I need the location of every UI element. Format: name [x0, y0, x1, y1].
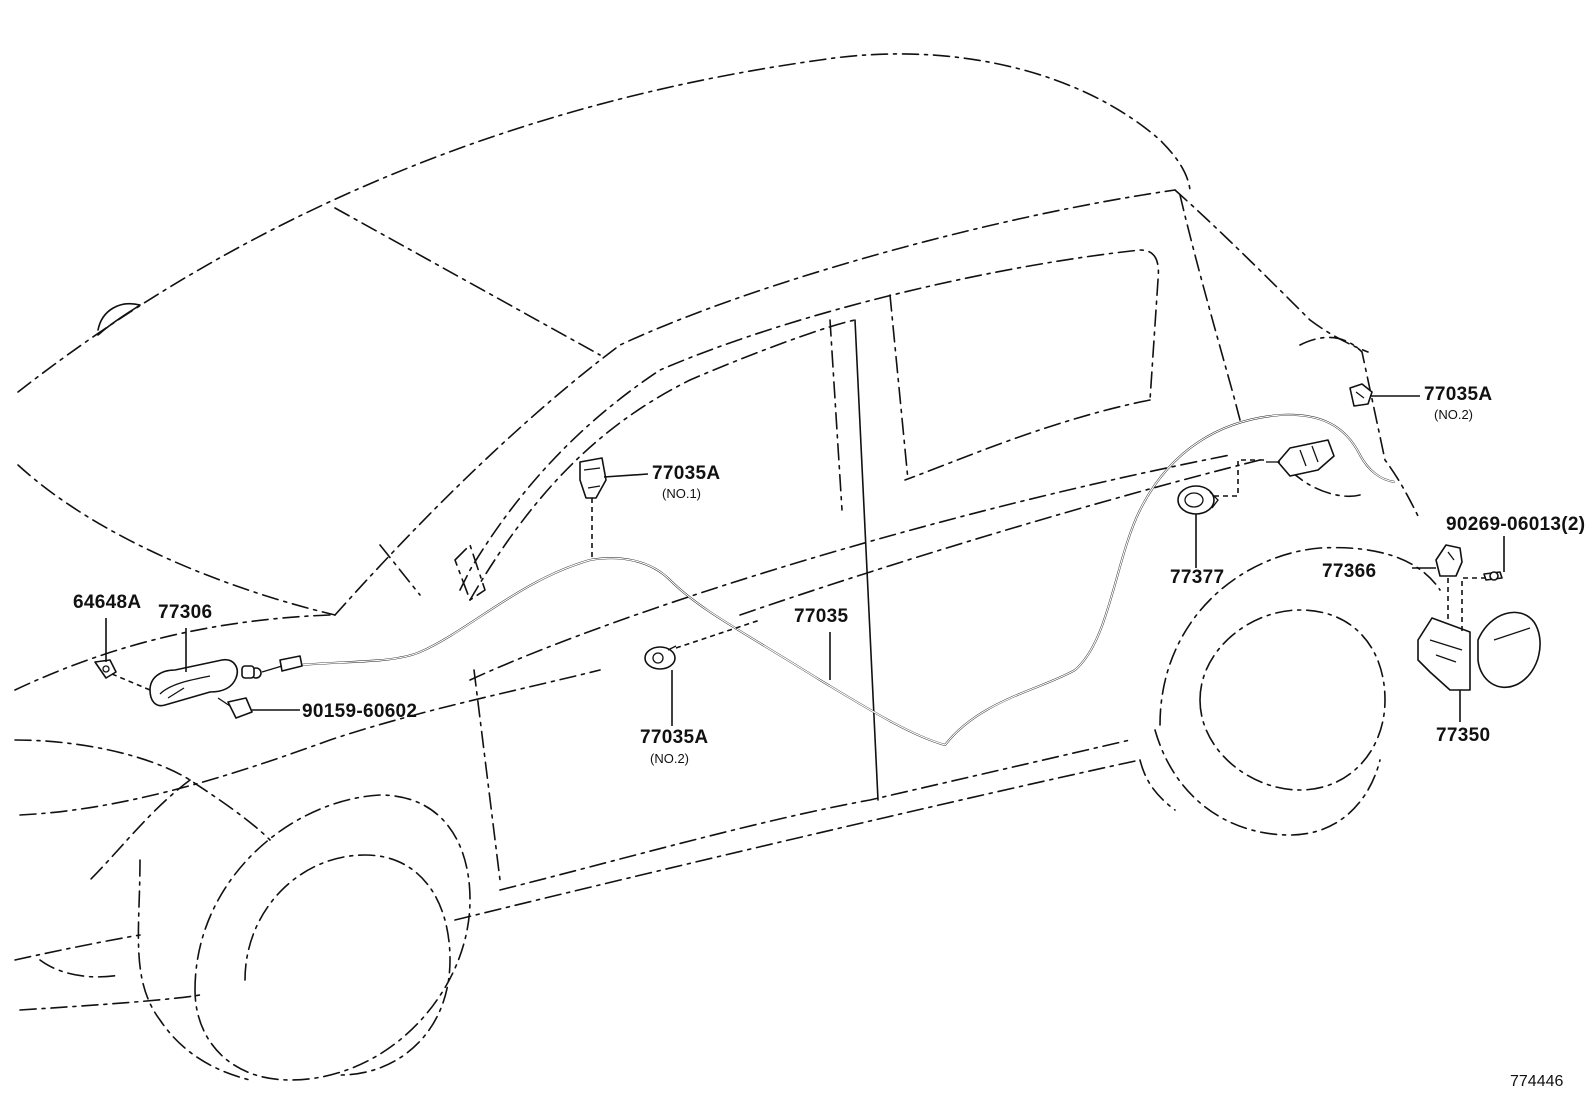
label-77035A-no2-top-sub: (NO.2): [1434, 407, 1473, 422]
label-77366: 77366: [1322, 561, 1377, 582]
label-77377: 77377: [1170, 567, 1225, 588]
release-cable: [250, 413, 1396, 747]
vehicle-outline: [14, 53, 1441, 1081]
label-77035A-no2-top: 77035A: [1424, 384, 1493, 405]
part-lock-actuator: [1266, 439, 1335, 477]
part-64648A-bracket: [94, 659, 117, 679]
label-77350: 77350: [1436, 725, 1491, 746]
part-77035A-no1-clamp: [579, 457, 607, 499]
part-77350-fuel-door: [1417, 611, 1541, 691]
label-64648A: 64648A: [73, 592, 142, 613]
leader-lines: [105, 395, 1505, 726]
part-77035A-no2-mid-clamp: [644, 645, 677, 670]
part-77306-lever: [149, 658, 255, 707]
label-77035A-no2-mid-sub: (NO.2): [650, 751, 689, 766]
part-90159-bolt: [217, 697, 253, 719]
label-90269-06013: 90269-06013(2): [1446, 514, 1586, 535]
part-77366-clip: [1435, 544, 1463, 577]
part-90269-screw: [1483, 571, 1503, 581]
label-90159-60602: 90159-60602: [302, 701, 418, 722]
part-77035A-no2-top-clamp: [1349, 383, 1373, 407]
label-77306: 77306: [158, 602, 213, 623]
label-77035A-no1-sub: (NO.1): [662, 486, 701, 501]
diagram-reference-number: 774446: [1510, 1073, 1564, 1090]
label-77035A-no2-mid: 77035A: [640, 727, 709, 748]
label-77035: 77035: [794, 606, 849, 627]
part-77377-grommet: [1177, 485, 1219, 515]
label-77035A-no1: 77035A: [652, 463, 721, 484]
